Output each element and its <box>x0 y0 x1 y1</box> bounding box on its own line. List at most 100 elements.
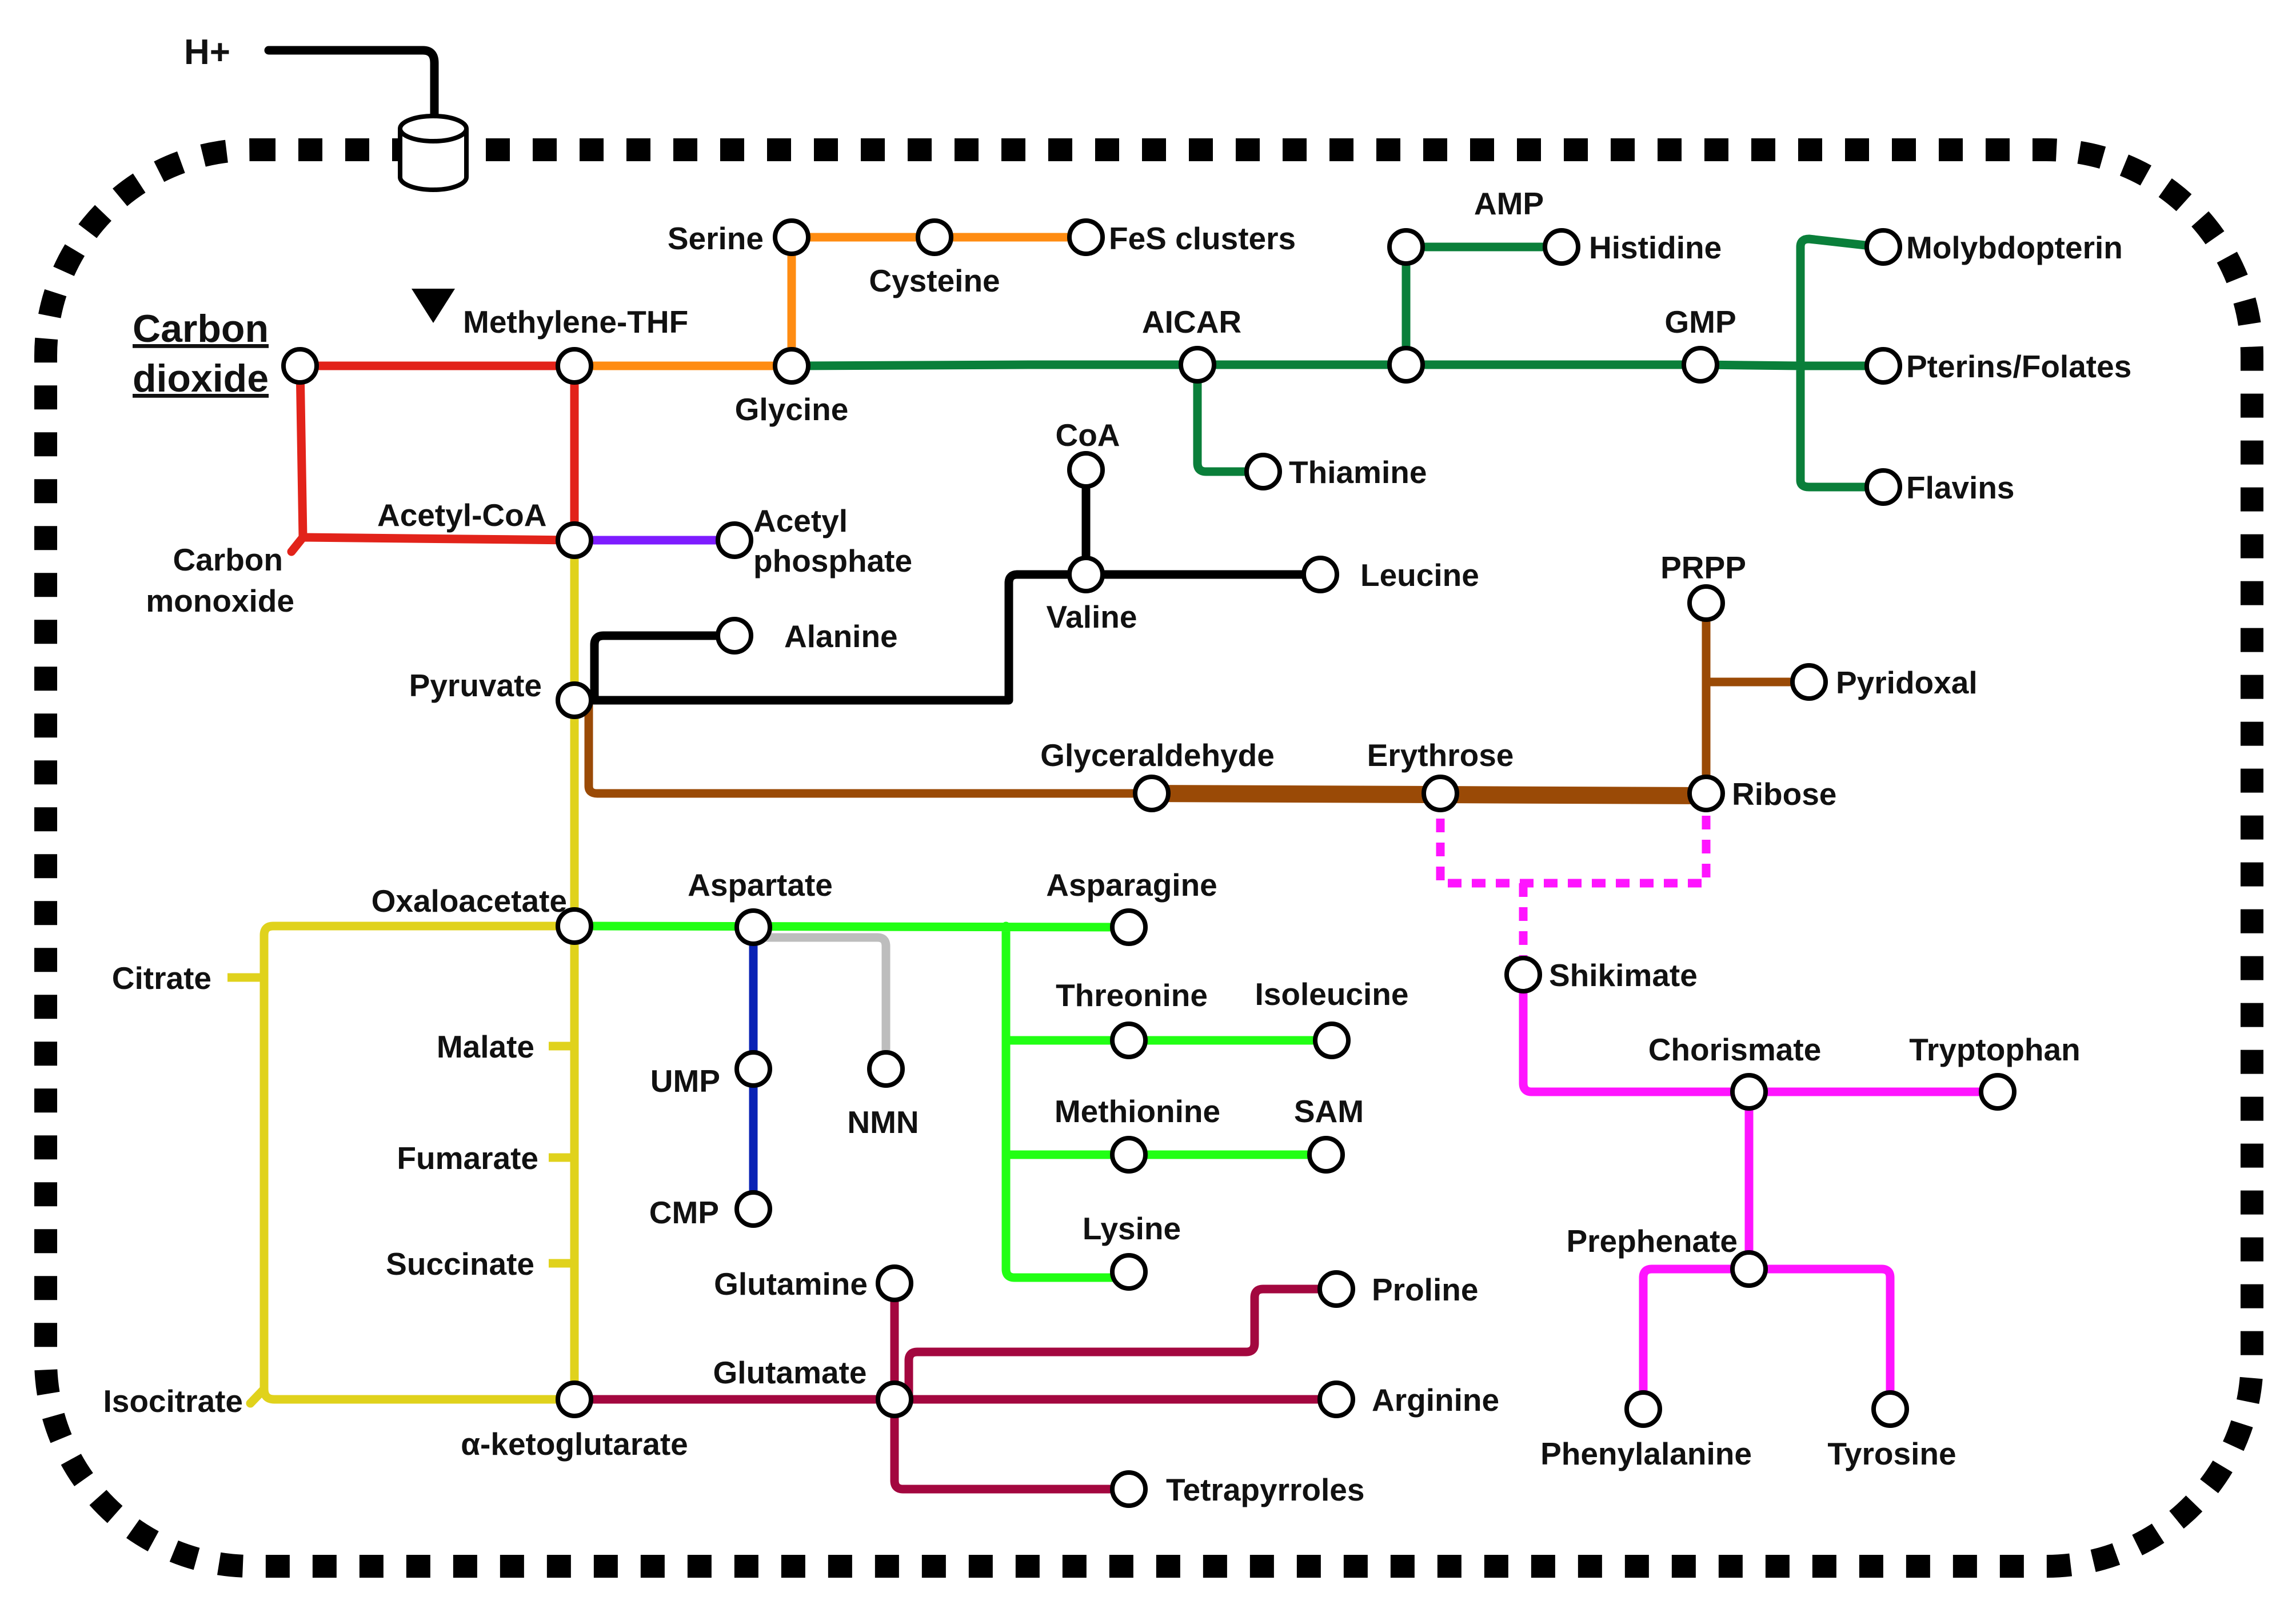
station-phenylalanine[interactable] <box>1624 1390 1662 1428</box>
station-aspartate[interactable] <box>734 908 772 946</box>
station-glutamine[interactable] <box>876 1264 913 1302</box>
label-sam: SAM <box>1294 1094 1364 1129</box>
label-carbon-dioxide-line1: Carbon <box>133 307 269 350</box>
label-fes-clusters: FeS clusters <box>1109 221 1296 256</box>
station-pterins-folates[interactable] <box>1864 347 1902 385</box>
label-flavins: Flavins <box>1906 470 2015 505</box>
station-glyceraldehyde[interactable] <box>1133 775 1171 812</box>
label-asparagine: Asparagine <box>1046 867 1217 903</box>
station-amp-junction[interactable] <box>1387 346 1425 384</box>
label-methionine: Methionine <box>1055 1094 1220 1129</box>
inflow-arrowhead <box>412 289 455 323</box>
label-pyruvate: Pyruvate <box>409 668 542 703</box>
station-serine[interactable] <box>773 218 810 256</box>
station-lysine[interactable] <box>1110 1253 1148 1291</box>
route-aromatic-link <box>1436 795 1711 975</box>
station-chorismate[interactable] <box>1730 1073 1768 1111</box>
station-sam[interactable] <box>1307 1136 1345 1174</box>
label-isoleucine: Isoleucine <box>1255 976 1409 1012</box>
station-asparagine[interactable] <box>1110 908 1148 946</box>
label-chorismate: Chorismate <box>1648 1032 1822 1067</box>
label-tyrosine: Tyrosine <box>1827 1436 1956 1471</box>
label-proline: Proline <box>1372 1272 1478 1307</box>
station-arginine[interactable] <box>1317 1380 1355 1418</box>
station-acetyl-coa[interactable] <box>556 521 593 559</box>
station-pyridoxal[interactable] <box>1790 663 1828 701</box>
station-tetrapyrroles[interactable] <box>1110 1470 1148 1508</box>
label-carbon-monoxide-line2: monoxide <box>146 583 294 619</box>
label-ribose: Ribose <box>1732 776 1836 812</box>
route-glutamate-family <box>570 1279 1341 1494</box>
route-carbon-fixation <box>287 361 579 556</box>
label-oxaloacetate: Oxaloacetate <box>372 883 567 919</box>
label-lysine: Lysine <box>1083 1211 1181 1246</box>
label-proton: H+ <box>184 33 230 72</box>
station-fes-clusters[interactable] <box>1067 218 1105 256</box>
label-amp: AMP <box>1474 186 1544 221</box>
station-isoleucine[interactable] <box>1313 1022 1351 1059</box>
station-leucine[interactable] <box>1301 556 1339 593</box>
label-prephenate: Prephenate <box>1566 1223 1738 1259</box>
station-ump[interactable] <box>734 1050 772 1088</box>
station-glycine[interactable] <box>773 347 810 385</box>
label-arginine: Arginine <box>1372 1382 1499 1418</box>
label-molybdopterin: Molybdopterin <box>1906 230 2123 265</box>
label-cmp: CMP <box>649 1195 719 1230</box>
label-acetyl-phosphate-line1: Acetyl <box>753 503 848 538</box>
label-glycine: Glycine <box>735 392 849 427</box>
station-glutamate[interactable] <box>876 1380 913 1418</box>
station-molybdopterin[interactable] <box>1864 228 1902 266</box>
station-cmp[interactable] <box>734 1190 772 1228</box>
label-shikimate: Shikimate <box>1549 957 1698 993</box>
station-methionine[interactable] <box>1110 1136 1148 1174</box>
label-ump: UMP <box>650 1063 720 1099</box>
station-acetyl-phosphate[interactable] <box>716 521 753 559</box>
station-flavins[interactable] <box>1864 468 1902 506</box>
station-valine[interactable] <box>1067 556 1105 593</box>
route-one-carbon <box>570 233 1091 370</box>
label-phenylalanine: Phenylalanine <box>1540 1436 1752 1471</box>
station-erythrose[interactable] <box>1421 775 1459 812</box>
station-oxaloacetate[interactable] <box>556 907 593 945</box>
station-gmp[interactable] <box>1682 346 1719 384</box>
station-alpha-ketoglutarate[interactable] <box>556 1380 593 1418</box>
label-acetyl-coa: Acetyl-CoA <box>377 497 546 533</box>
label-fumarate: Fumarate <box>397 1140 538 1176</box>
station-threonine[interactable] <box>1110 1022 1148 1059</box>
station-nmn[interactable] <box>867 1050 905 1088</box>
label-alpha-ketoglutarate: α-ketoglutarate <box>461 1426 688 1462</box>
station-shikimate[interactable] <box>1504 956 1542 993</box>
station-alanine[interactable] <box>716 617 753 655</box>
label-tryptophan: Tryptophan <box>1909 1032 2080 1067</box>
station-cysteine[interactable] <box>916 218 953 256</box>
station-coa[interactable] <box>1067 451 1105 489</box>
station-thiamine[interactable] <box>1244 453 1282 490</box>
station-tyrosine[interactable] <box>1871 1390 1909 1428</box>
label-thiamine: Thiamine <box>1289 454 1427 490</box>
station-methylene-thf[interactable] <box>556 347 593 385</box>
station-prephenate[interactable] <box>1730 1250 1768 1288</box>
label-glutamate: Glutamate <box>713 1355 867 1390</box>
station-carbon-dioxide[interactable] <box>281 347 319 385</box>
station-proline[interactable] <box>1317 1270 1355 1308</box>
station-aicar[interactable] <box>1179 346 1216 384</box>
station-amp[interactable] <box>1387 228 1425 266</box>
station-histidine[interactable] <box>1543 228 1580 266</box>
station-ribose[interactable] <box>1687 775 1725 812</box>
label-carbon-dioxide-line2: dioxide <box>133 357 269 400</box>
station-tryptophan[interactable] <box>1979 1073 2017 1111</box>
label-threonine: Threonine <box>1056 977 1208 1013</box>
label-histidine: Histidine <box>1589 230 1722 265</box>
transporter-top <box>398 114 469 143</box>
label-cysteine: Cysteine <box>869 263 1000 298</box>
label-pyridoxal: Pyridoxal <box>1836 665 1978 700</box>
label-valine: Valine <box>1047 599 1137 635</box>
station-pyruvate[interactable] <box>556 681 593 719</box>
label-citrate: Citrate <box>112 960 211 996</box>
label-pterins-folates: Pterins/Folates <box>1906 349 2131 384</box>
transporter-body <box>398 129 469 192</box>
label-nmn: NMN <box>847 1104 919 1140</box>
station-prpp[interactable] <box>1687 584 1725 622</box>
label-leucine: Leucine <box>1360 557 1479 593</box>
